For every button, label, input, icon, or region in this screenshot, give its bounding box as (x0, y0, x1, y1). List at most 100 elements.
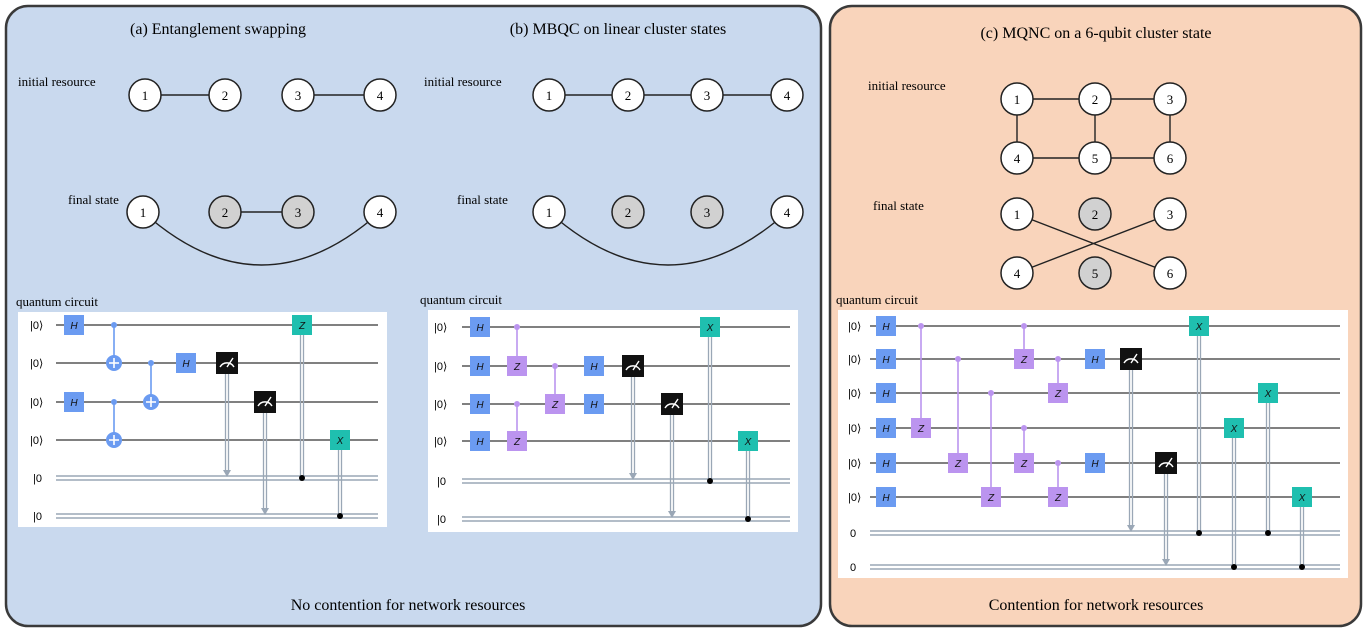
a-init-node-1 (128, 78, 162, 112)
c-cwire-label-2: 0 (850, 562, 856, 574)
c-cz-3-6-gate (981, 487, 1001, 507)
a-init-node-3 (281, 78, 315, 112)
c-initial-label: initial resource (868, 78, 946, 93)
c-final-node-2-label: 2 (1092, 207, 1099, 222)
c-init-node-5 (1078, 141, 1112, 175)
c-measure-q5-arrow (1162, 559, 1170, 566)
a-cz-q1-gate (292, 315, 312, 335)
a-measure-q3-dial (257, 401, 273, 407)
c-init-node-4 (1000, 141, 1034, 175)
c-cx-q4-gate (1224, 418, 1244, 438)
b-h-q4-label: H (476, 437, 484, 448)
c-cx-q1-gate (1189, 316, 1209, 336)
c-h-q1 (876, 316, 896, 336)
a-cz-q1-gate-label: Z (298, 321, 306, 332)
c-init-node-5-label: 5 (1092, 151, 1099, 166)
b-cz-2-3-control (552, 363, 558, 369)
b-measure-q2-arrow (629, 473, 637, 480)
footer-left: No contention for network resources (291, 597, 526, 614)
b-final-node-3 (690, 195, 724, 229)
c-cz-5-6-control (1055, 460, 1061, 466)
a-cwire-label-1: |0 (33, 473, 42, 485)
c-cz-5-6-gate-label: Z (1054, 493, 1062, 504)
b-measure-q3-arrow (668, 511, 676, 518)
b-final-node-1-label: 1 (546, 205, 553, 220)
c-cz-2-5-gate-label: Z (954, 459, 962, 470)
b-h2-q2-label: H (590, 362, 598, 373)
c-init-node-2-label: 2 (1092, 92, 1099, 107)
a-h-q3-label: H (70, 398, 78, 409)
c-circuit-label: quantum circuit (836, 292, 918, 307)
a-init-node-1-label: 1 (142, 88, 149, 103)
a-final-node-4 (363, 195, 397, 229)
c-measure-q5-dial (1158, 462, 1174, 468)
b-wire-label-3: |0⟩ (434, 399, 447, 411)
c-wire-label-1: |0⟩ (848, 321, 861, 333)
b-h-q3 (470, 394, 490, 414)
b-cz-1-2-gate-label: Z (513, 362, 521, 373)
a-final-node-2 (208, 195, 242, 229)
a-init-node-2-label: 2 (222, 88, 229, 103)
c-cz-1-4-gate-label: Z (917, 424, 925, 435)
c-init-node-3 (1153, 82, 1187, 116)
c-cz-4-5-control (1021, 425, 1027, 431)
c-final-node-6-label: 6 (1167, 266, 1174, 281)
a-cnot-2-3-control (148, 360, 154, 366)
b-h-q3-label: H (476, 400, 484, 411)
c-final-node-2 (1078, 197, 1112, 231)
c-cx-q6-gate (1292, 487, 1312, 507)
b-init-node-2 (611, 78, 645, 112)
b-measure-q3-needle (671, 398, 679, 409)
c-cz-4-5-gate (1014, 453, 1034, 473)
b-cx-q4-bit (745, 516, 751, 522)
a-init-node-2 (208, 78, 242, 112)
c-h-q2-label: H (882, 355, 890, 366)
c-wire-label-6: |0⟩ (848, 492, 861, 504)
a-cz-q1-bit (299, 475, 305, 481)
c-final-node-3 (1153, 197, 1187, 231)
b-cx-q1-gate (700, 317, 720, 337)
c-cx-q4-gate-label: X (1230, 424, 1238, 435)
c-final-label: final state (873, 198, 924, 213)
a-initial-label: initial resource (18, 74, 96, 89)
footer-right: Contention for network resources (989, 597, 1204, 614)
c-cwire-label-1: 0 (850, 528, 856, 540)
c-final-node-4-label: 4 (1014, 266, 1021, 281)
c-wire-label-2: |0⟩ (848, 354, 861, 366)
c-cx-q3-bit (1265, 530, 1271, 536)
c-final-node-5-label: 5 (1092, 266, 1099, 281)
a-init-node-3-label: 3 (295, 88, 302, 103)
a-measure-q3-arrow (261, 508, 269, 515)
a-cwire-label-2: |0 (33, 511, 42, 523)
b-init-node-1-label: 1 (546, 88, 553, 103)
c-cz-1-4-gate (911, 418, 931, 438)
a-h-q2 (176, 353, 196, 373)
c-h2-q5-label: H (1091, 459, 1099, 470)
b-h-q2-label: H (476, 362, 484, 373)
a-wire-label-1: |0⟩ (30, 320, 43, 332)
panel-c-title: (c) MQNC on a 6-qubit cluster state (980, 25, 1211, 42)
b-h2-q2 (584, 356, 604, 376)
a-cx-q4-gate-label: X (336, 436, 344, 447)
c-init-node-4-label: 4 (1014, 151, 1021, 166)
a-h-q3 (64, 392, 84, 412)
c-h-q4 (876, 418, 896, 438)
c-h-q3-label: H (882, 389, 890, 400)
c-cz-2-3-control (1055, 356, 1061, 362)
b-circuit-label: quantum circuit (420, 292, 502, 307)
a-cnot-1-2-control (111, 322, 117, 328)
c-measure-q5-needle (1165, 457, 1173, 468)
c-cz-5-6-gate (1048, 487, 1068, 507)
c-cz-1-4-control (918, 323, 924, 329)
b-cz-1-2-gate (507, 356, 527, 376)
a-final-node-4-label: 4 (377, 205, 384, 220)
a-final-node-3-label: 3 (295, 205, 302, 220)
b-h-q1 (470, 317, 490, 337)
c-final-node-1-label: 1 (1014, 207, 1021, 222)
a-cx-q4-gate (330, 430, 350, 450)
c-final-node-5 (1078, 256, 1112, 290)
a-wire-label-2: |0⟩ (30, 358, 43, 370)
b-h-q1-label: H (476, 323, 484, 334)
c-cx-q6-gate-label: X (1298, 493, 1306, 504)
